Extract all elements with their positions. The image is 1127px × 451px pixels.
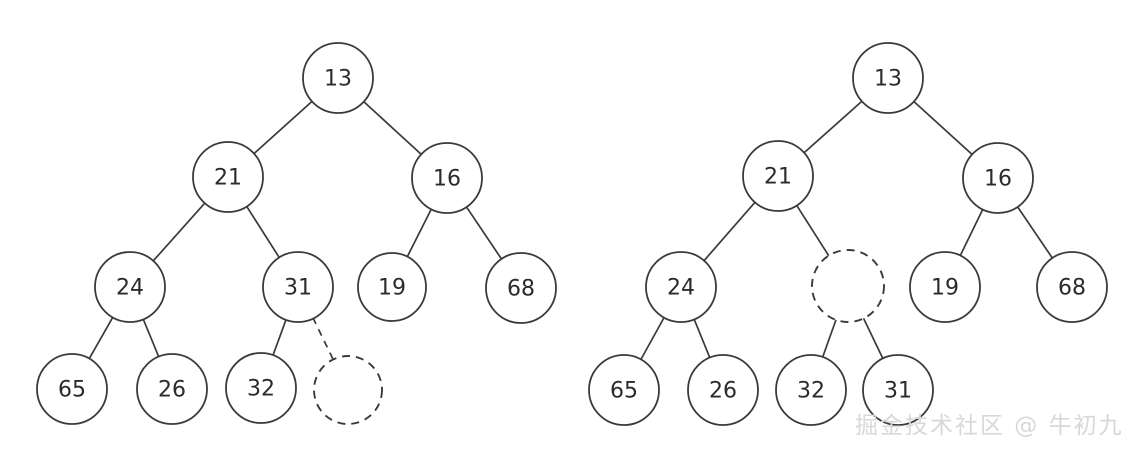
tree-edge bbox=[245, 204, 281, 260]
node-label: 16 bbox=[433, 167, 461, 192]
tree-edge bbox=[912, 100, 974, 156]
node-circle bbox=[225, 352, 297, 424]
tree-node: 19 bbox=[909, 251, 981, 323]
tree-edge bbox=[406, 207, 433, 259]
node-circle bbox=[411, 142, 483, 214]
tree-node: 16 bbox=[411, 142, 483, 214]
tree-node: 26 bbox=[136, 353, 208, 425]
node-label: 26 bbox=[709, 379, 737, 404]
tree-node: 21 bbox=[742, 140, 814, 212]
tree-node: 32 bbox=[775, 354, 847, 426]
tree-node: 13 bbox=[852, 42, 924, 114]
tree-node: 65 bbox=[588, 354, 660, 426]
tree-node: 13 bbox=[302, 42, 374, 114]
node-circle bbox=[94, 251, 166, 323]
tree-edge bbox=[959, 207, 984, 258]
tree-node-empty bbox=[811, 249, 885, 323]
node-circle bbox=[262, 251, 334, 323]
node-label: 65 bbox=[58, 378, 86, 403]
node-circle bbox=[687, 354, 759, 426]
tree-node: 19 bbox=[357, 252, 427, 322]
node-label: 19 bbox=[378, 276, 406, 301]
tree-node: 68 bbox=[485, 252, 557, 324]
node-circle-dashed bbox=[313, 355, 383, 425]
edges-layer bbox=[87, 99, 1054, 362]
node-label: 13 bbox=[874, 67, 902, 92]
node-circle bbox=[645, 251, 717, 323]
tree-edge bbox=[142, 317, 160, 359]
tree-edge bbox=[795, 203, 831, 258]
node-label: 13 bbox=[324, 67, 352, 92]
tree-node: 65 bbox=[36, 353, 108, 425]
tree-node: 16 bbox=[962, 142, 1034, 214]
tree-edge bbox=[692, 317, 712, 360]
tree-node-empty bbox=[313, 355, 383, 425]
tree-edge bbox=[151, 201, 207, 263]
node-circle bbox=[862, 354, 934, 426]
node-label: 68 bbox=[507, 277, 535, 302]
tree-edge bbox=[271, 318, 288, 357]
node-label: 31 bbox=[284, 276, 312, 301]
node-circle bbox=[852, 42, 924, 114]
tree-edge bbox=[821, 318, 838, 359]
node-label: 65 bbox=[610, 379, 638, 404]
node-label: 32 bbox=[797, 379, 825, 404]
tree-node: 32 bbox=[225, 352, 297, 424]
node-circle bbox=[775, 354, 847, 426]
tree-edge bbox=[862, 316, 885, 361]
tree-node: 24 bbox=[645, 251, 717, 323]
node-circle bbox=[588, 354, 660, 426]
node-label: 24 bbox=[116, 276, 144, 301]
node-label: 16 bbox=[984, 167, 1012, 192]
node-circle bbox=[742, 140, 814, 212]
tree-edge bbox=[362, 100, 423, 156]
tree-edge bbox=[312, 317, 335, 361]
node-circle bbox=[485, 252, 557, 324]
node-label: 24 bbox=[667, 276, 695, 301]
tree-node: 24 bbox=[94, 251, 166, 323]
node-circle bbox=[357, 252, 427, 322]
tree-edge bbox=[465, 205, 503, 261]
tree-node: 31 bbox=[262, 251, 334, 323]
tree-edge bbox=[1016, 205, 1054, 260]
node-label: 19 bbox=[931, 276, 959, 301]
node-circle bbox=[136, 353, 208, 425]
node-label: 21 bbox=[764, 165, 792, 190]
node-circle bbox=[962, 142, 1034, 214]
tree-edge bbox=[702, 200, 757, 263]
node-circle bbox=[1036, 251, 1108, 323]
tree-edge bbox=[87, 315, 115, 361]
node-circle bbox=[36, 353, 108, 425]
tree-node: 31 bbox=[862, 354, 934, 426]
tree-edge bbox=[252, 99, 314, 156]
tree-edge bbox=[802, 99, 864, 155]
node-circle bbox=[909, 251, 981, 323]
node-label: 32 bbox=[247, 377, 275, 402]
tree-node: 21 bbox=[192, 141, 264, 213]
node-circle-dashed bbox=[811, 249, 885, 323]
node-label: 21 bbox=[214, 166, 242, 191]
node-label: 68 bbox=[1058, 276, 1086, 301]
tree-edge bbox=[639, 315, 666, 362]
node-label: 31 bbox=[884, 379, 912, 404]
node-circle bbox=[192, 141, 264, 213]
node-circle bbox=[302, 42, 374, 114]
tree-node: 68 bbox=[1036, 251, 1108, 323]
tree-node: 26 bbox=[687, 354, 759, 426]
node-label: 26 bbox=[158, 378, 186, 403]
nodes-layer: 13 21 16 24 31 19 68 65 26 32 13 21 16 24 19 68 65 26 32 31 bbox=[36, 42, 1108, 426]
